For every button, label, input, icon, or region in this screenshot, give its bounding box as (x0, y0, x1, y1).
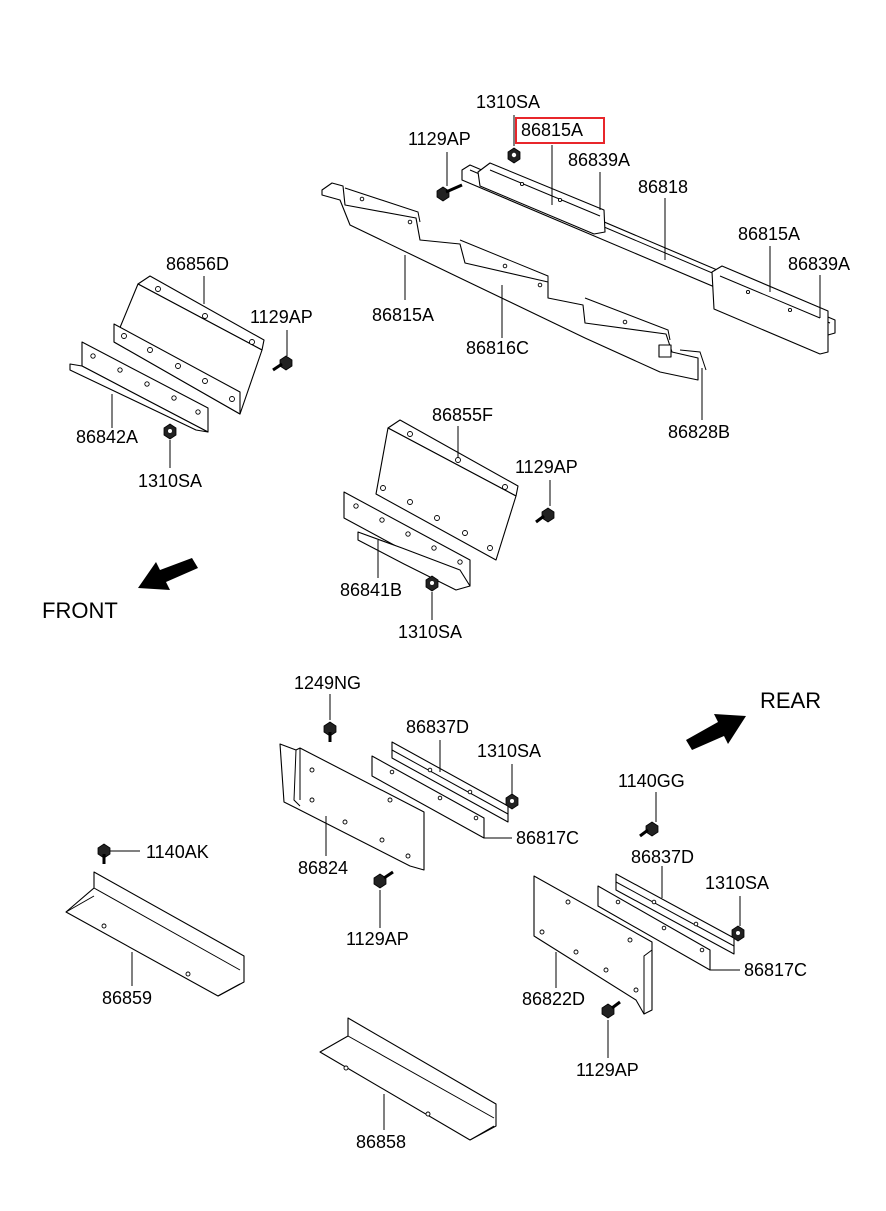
bolt-icon (436, 183, 463, 202)
bracket-86841B (343, 491, 471, 591)
label-86859[interactable]: 86859 (102, 988, 153, 1008)
label-1140AK[interactable]: 1140AK (146, 842, 209, 862)
label-86817C[interactable]: 86817C (516, 828, 580, 848)
label-86837D[interactable]: 86837D (406, 717, 470, 737)
label-1129AP[interactable]: 1129AP (408, 129, 471, 149)
label-86841B[interactable]: 86841B (340, 580, 403, 600)
label-1249NG[interactable]: 1249NG (294, 673, 362, 693)
bolt-icon (323, 721, 337, 742)
direction-label-front: FRONT (42, 598, 118, 623)
panel-86824 (279, 743, 425, 871)
bolt-icon (97, 843, 111, 864)
label-1129AP[interactable]: 1129AP (346, 929, 409, 949)
label-86855F[interactable]: 86855F (432, 405, 494, 425)
label-86818[interactable]: 86818 (638, 177, 689, 197)
nut-icon (507, 147, 521, 164)
bracket-86828B (679, 349, 707, 371)
label-86815A-highlighted[interactable]: 86815A (521, 120, 584, 140)
bolt-icon (535, 507, 555, 524)
label-86828B[interactable]: 86828B (668, 422, 731, 442)
direction-arrow-icon (686, 714, 746, 750)
label-1310SA[interactable]: 1310SA (138, 471, 203, 491)
label-1140GG[interactable]: 1140GG (618, 771, 685, 791)
highlight-box (515, 117, 605, 144)
direction-label-rear: REAR (760, 688, 822, 713)
label-86858[interactable]: 86858 (356, 1132, 407, 1152)
tray-86858 (319, 1017, 497, 1141)
bolt-icon (639, 821, 659, 838)
label-86817C[interactable]: 86817C (744, 960, 808, 980)
label-86839A[interactable]: 86839A (788, 254, 851, 274)
tray-86859 (65, 871, 245, 997)
label-1129AP[interactable]: 1129AP (576, 1060, 639, 1080)
nut-icon (425, 575, 439, 592)
reinforcement-86839A-rear (711, 265, 829, 355)
label-1310SA[interactable]: 1310SA (476, 92, 541, 112)
label-86815A[interactable]: 86815A (372, 305, 435, 325)
label-1129AP[interactable]: 1129AP (250, 307, 313, 327)
label-86856D[interactable]: 86856D (166, 254, 230, 274)
label-86815A[interactable]: 86815A (738, 224, 801, 244)
label-86842A[interactable]: 86842A (76, 427, 139, 447)
label-86822D[interactable]: 86822D (522, 989, 586, 1009)
nut-icon (163, 423, 177, 440)
label-1129AP[interactable]: 1129AP (515, 457, 578, 477)
reinforcement-86837D (391, 741, 509, 823)
rail-86815A-front (321, 182, 699, 381)
bracket-86842A (69, 341, 209, 433)
label-86816C[interactable]: 86816C (466, 338, 530, 358)
nut-icon (731, 925, 745, 942)
bolt-icon (373, 870, 394, 889)
label-1310SA[interactable]: 1310SA (477, 741, 542, 761)
label-86839A[interactable]: 86839A (568, 150, 631, 170)
reinforcement-86837D-rear (615, 873, 735, 955)
label-1310SA[interactable]: 1310SA (398, 622, 463, 642)
bracket-86855F (375, 419, 519, 561)
reinforcement-86839A-front (477, 162, 606, 235)
bracket-86856D (113, 275, 265, 415)
label-86837D[interactable]: 86837D (631, 847, 695, 867)
bolt-icon (272, 355, 293, 372)
direction-arrow-icon (138, 558, 198, 590)
label-86824[interactable]: 86824 (298, 858, 349, 878)
bolt-icon (601, 1000, 621, 1019)
label-1310SA[interactable]: 1310SA (705, 873, 770, 893)
panel-86822D (533, 875, 653, 1015)
